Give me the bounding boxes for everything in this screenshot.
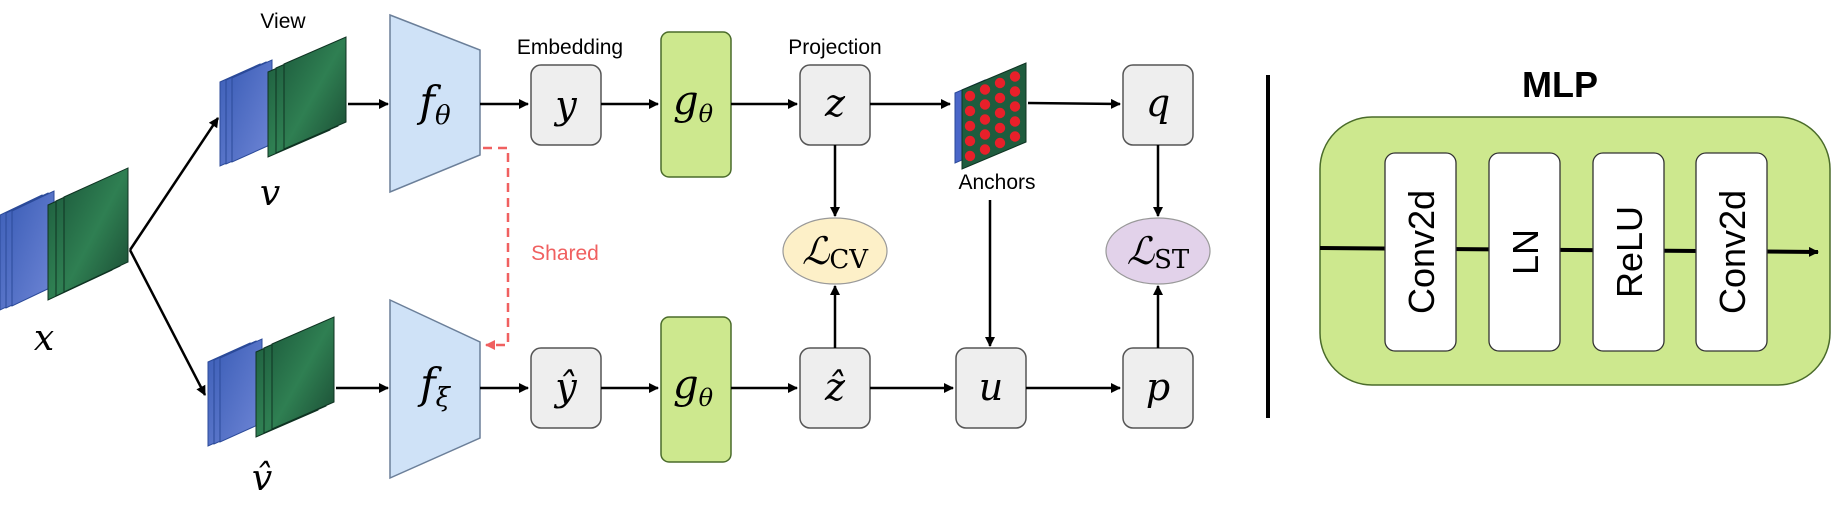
- anchor-dot: [994, 122, 1006, 134]
- anchor-dot: [994, 77, 1006, 89]
- yhat-label: ŷ: [553, 365, 577, 409]
- anchor-dot: [1009, 131, 1021, 142]
- arrow-anchors-to-q: [1027, 98, 1121, 109]
- svg-text:Conv2d: Conv2d: [1712, 190, 1753, 314]
- loss-st: [1105, 217, 1211, 285]
- loss-cv: [782, 217, 888, 285]
- anchor-dot: [994, 107, 1006, 119]
- encoder-f-theta: [389, 13, 481, 194]
- arrow-x-to-vhat: [128, 249, 207, 396]
- svg-text:Conv2d: Conv2d: [1401, 190, 1442, 314]
- anchor-dot: [1009, 116, 1021, 127]
- anchors-label: Anchors: [958, 171, 1035, 194]
- view-vhat-frames: [207, 316, 335, 447]
- anchor-dot: [964, 120, 976, 132]
- z-label: z: [824, 81, 846, 125]
- anchor-dot: [994, 92, 1006, 104]
- anchors-grid: [954, 62, 1027, 170]
- anchor-dot: [979, 84, 991, 95]
- loss-cv-label: ℒCV: [802, 229, 869, 275]
- v-label: v: [260, 173, 280, 214]
- projection-label: Projection: [788, 36, 881, 59]
- shared-weights-link: [483, 146, 510, 350]
- mlp-title: MLP: [1522, 64, 1598, 105]
- anchor-dot: [964, 150, 976, 162]
- q-label: q: [1146, 81, 1170, 125]
- anchor-dot: [994, 137, 1006, 149]
- loss-st-label: ℒST: [1127, 229, 1190, 275]
- p-label: p: [1146, 365, 1170, 409]
- encoder-f-xi: [389, 298, 481, 480]
- mlp-layer-4: Conv2d: [1695, 152, 1768, 352]
- view-label: View: [260, 10, 306, 33]
- view-v-frames: [219, 36, 347, 167]
- x-label: x: [34, 318, 54, 359]
- g-theta-top-label: gθ: [673, 78, 714, 128]
- mlp-layer-2: LN: [1488, 152, 1561, 352]
- vhat-label: v̂: [252, 458, 272, 499]
- anchor-dot: [1009, 86, 1021, 97]
- anchor-dot: [1009, 101, 1021, 112]
- anchor-dot: [964, 90, 976, 102]
- g-theta-bottom-label: gθ: [673, 362, 714, 412]
- anchor-dot: [964, 135, 976, 147]
- svg-text:ReLU: ReLU: [1609, 206, 1650, 298]
- anchor-dots: [964, 71, 1021, 162]
- u-label: u: [979, 365, 1003, 409]
- y-label: y: [553, 83, 577, 127]
- projector-g-theta-bottom: [660, 316, 732, 463]
- svg-text:LN: LN: [1505, 229, 1546, 275]
- anchor-dot: [979, 114, 991, 125]
- mlp-layer-1: Conv2d: [1384, 152, 1457, 352]
- arrow-x-to-v: [128, 117, 220, 251]
- zhat-label: ẑ: [824, 365, 846, 409]
- anchor-dot: [979, 99, 991, 110]
- mlp-layer-3: ReLU: [1592, 152, 1665, 352]
- anchor-dot: [1009, 71, 1021, 82]
- shared-label: Shared: [531, 242, 599, 265]
- anchor-dot: [979, 129, 991, 140]
- anchor-dot: [979, 144, 991, 155]
- input-frames-x: [0, 167, 129, 311]
- anchor-dot: [964, 105, 976, 117]
- embedding-label: Embedding: [517, 36, 623, 59]
